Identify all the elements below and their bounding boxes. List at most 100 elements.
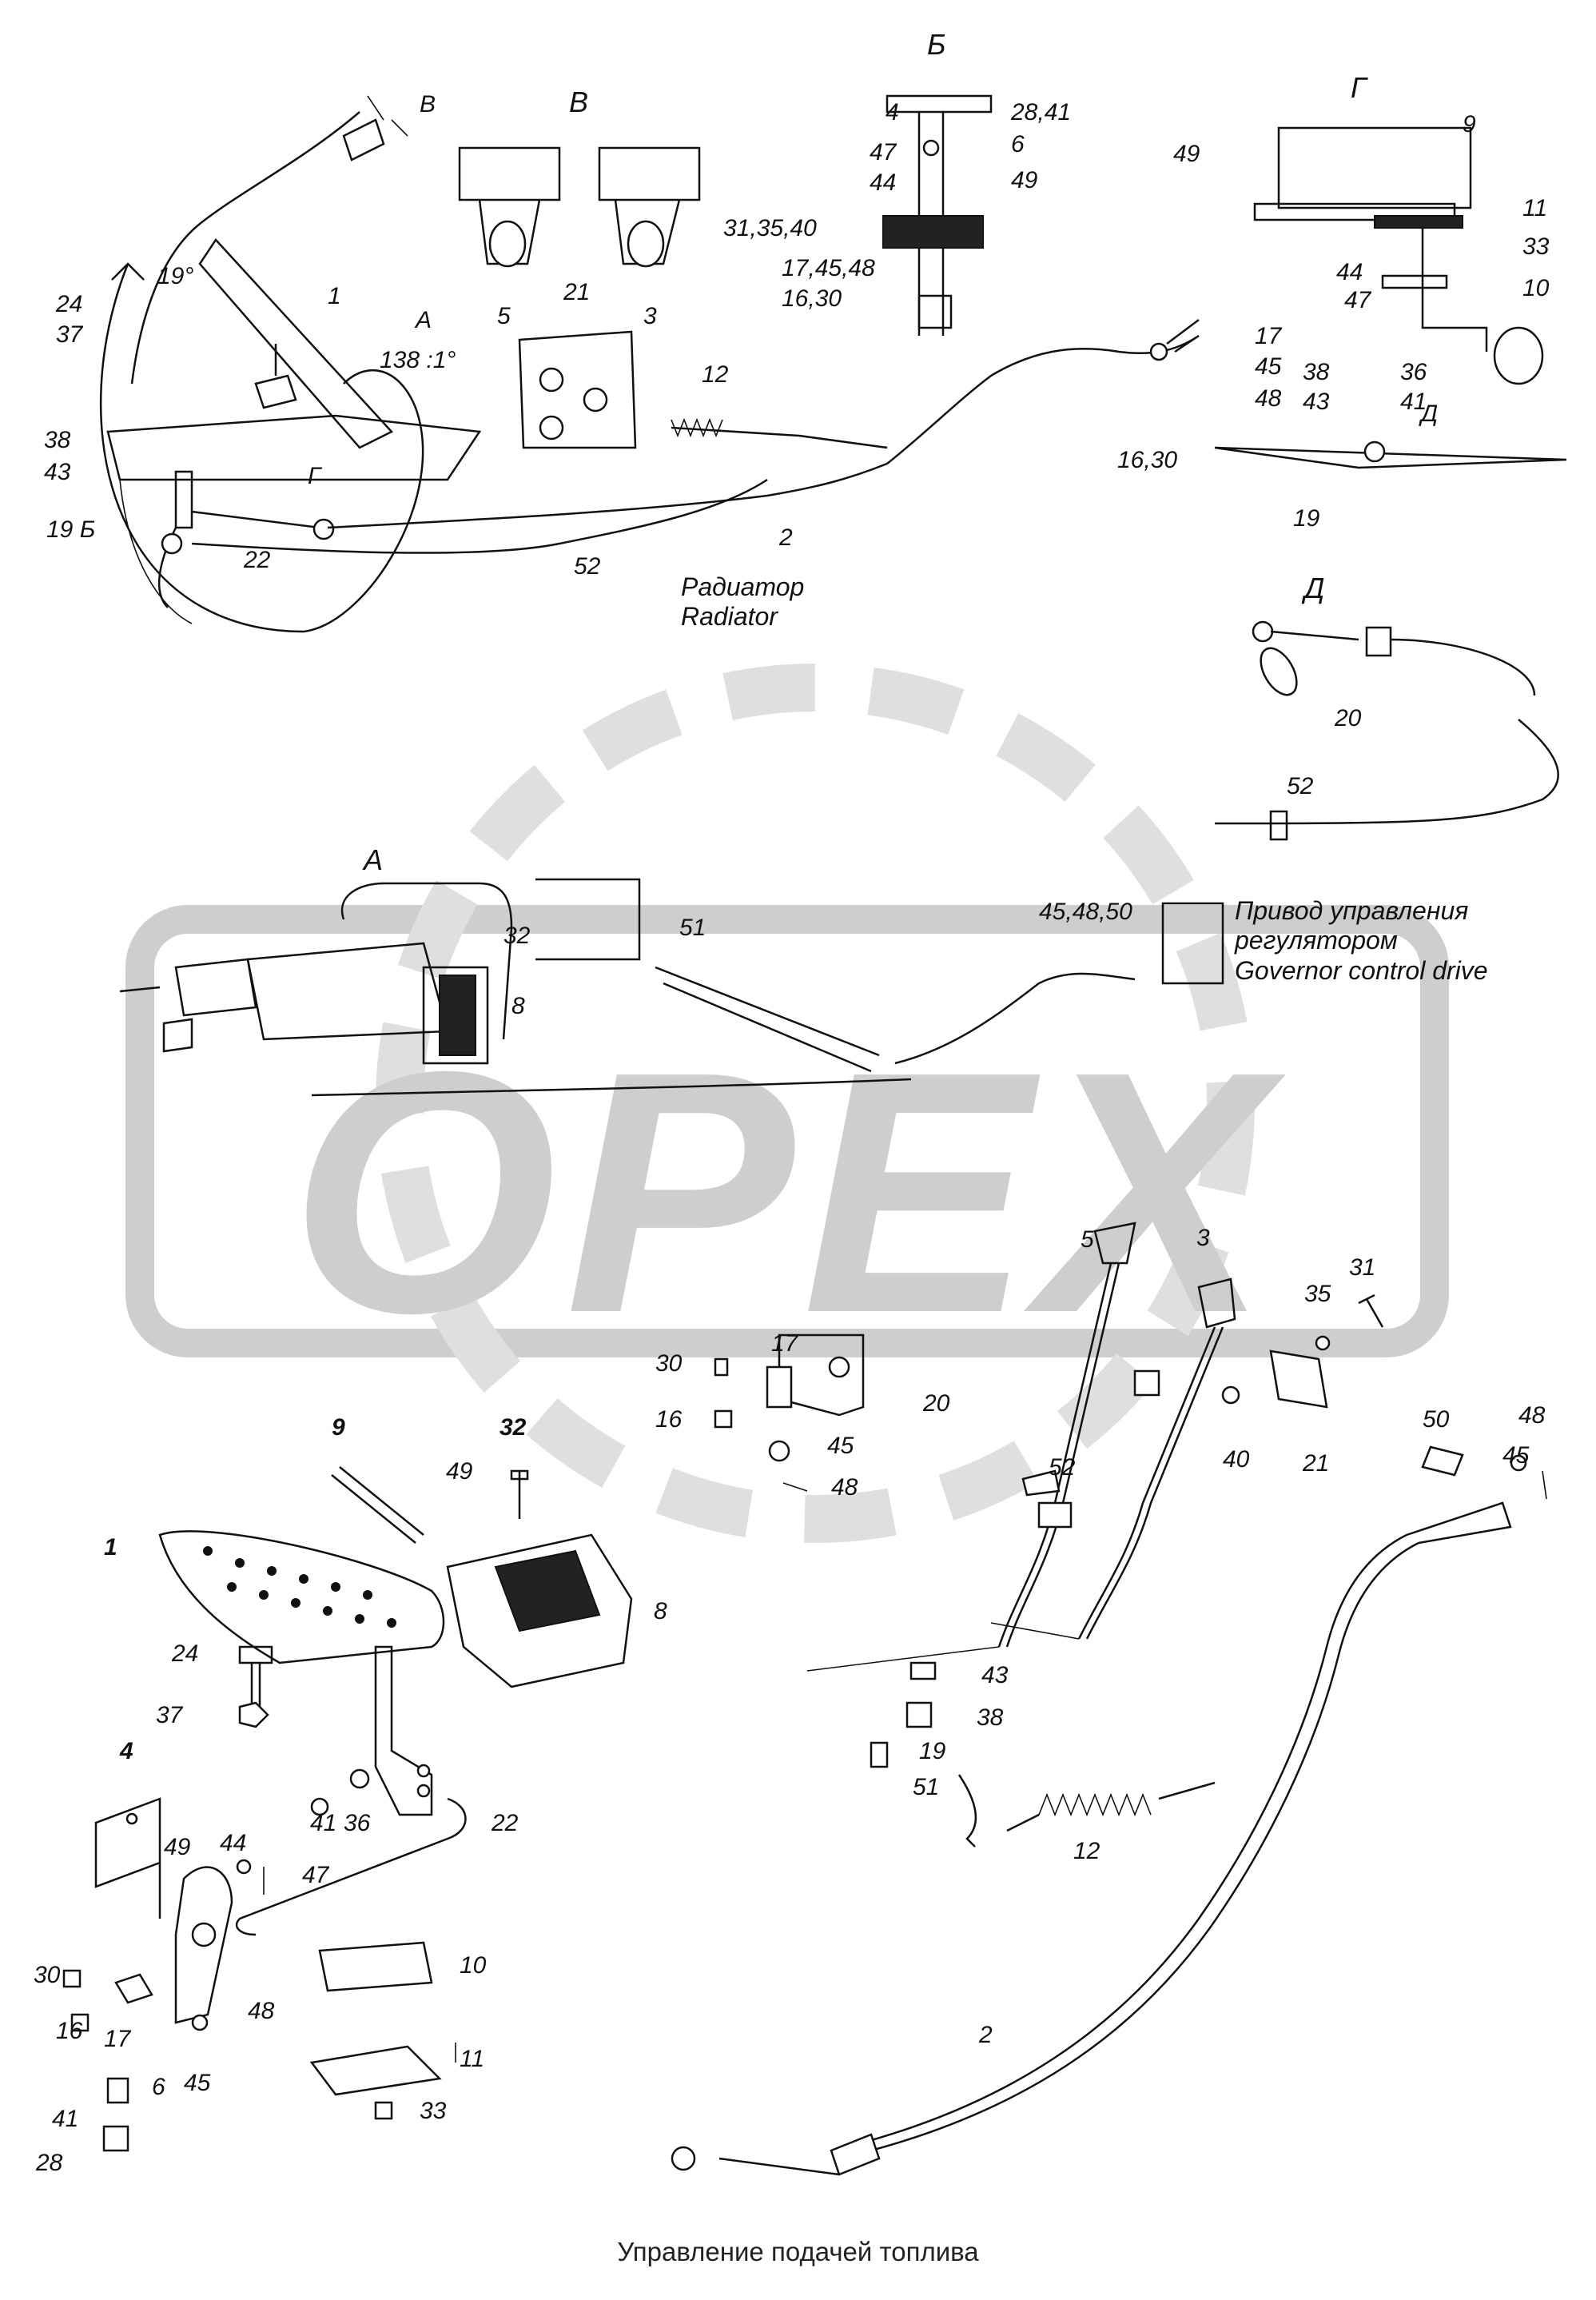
- callout: 10: [460, 1952, 487, 1979]
- callout: 28: [35, 2150, 63, 2176]
- callout: 48: [1255, 385, 1282, 412]
- callout: 1: [104, 1534, 117, 1561]
- callout: 44: [870, 169, 896, 196]
- view-letter-g: Г: [1351, 71, 1368, 104]
- angle-ratio: 138 :1°: [380, 347, 456, 373]
- view-letter-b: Б: [927, 28, 945, 61]
- watermark-gear: [376, 664, 1255, 1543]
- callout: 17: [104, 2026, 132, 2052]
- callout: 49: [446, 1458, 473, 1485]
- callout: 44: [220, 1830, 246, 1856]
- note-radiator-en: Radiator: [681, 602, 778, 631]
- callout: 4: [886, 99, 899, 126]
- callout: 21: [1302, 1450, 1329, 1477]
- callout: 6: [1011, 131, 1025, 157]
- callout: 52: [1049, 1454, 1076, 1481]
- callout: 11: [460, 2046, 484, 2072]
- callouts-exploded: 30 17 20 16 45 48 5 3 35 31 40 21 52 50 …: [34, 1225, 1546, 2176]
- callout: 52: [1287, 773, 1314, 799]
- watermark: OPEX: [125, 664, 1449, 1543]
- callout: 37: [56, 321, 84, 348]
- callout: 12: [702, 361, 729, 388]
- callout: 20: [922, 1390, 950, 1417]
- callout: 5: [497, 303, 511, 329]
- callout: 30: [655, 1350, 683, 1377]
- callout: 38: [1303, 359, 1330, 385]
- callout: 41: [310, 1810, 336, 1836]
- callout: 28,41: [1010, 99, 1071, 126]
- callout: 36: [344, 1810, 371, 1836]
- watermark-text: OPEX: [290, 1001, 1287, 1385]
- figure-caption: Управление подачей топлива: [617, 2237, 979, 2266]
- callout: 51: [913, 1774, 939, 1800]
- callouts-view-a: 32 8 51 45,48,50: [503, 899, 1132, 1019]
- callout: 5: [1081, 1226, 1094, 1253]
- callout: 43: [981, 1662, 1009, 1688]
- view-letter-v: В: [569, 86, 588, 118]
- view-arrow-g: Г: [308, 463, 323, 489]
- callout: 48: [248, 1998, 275, 2024]
- view-g-assembly: [1214, 126, 1567, 469]
- callout: 12: [1073, 1838, 1100, 1864]
- callout: 17: [1255, 323, 1283, 349]
- callout: 41: [52, 2106, 78, 2132]
- callout: 41: [1400, 389, 1427, 415]
- callout: 32: [499, 1414, 527, 1441]
- callout: 17: [771, 1330, 799, 1357]
- callout: 45,48,50: [1039, 899, 1132, 925]
- view-letter-a: А: [362, 843, 383, 876]
- callout: 40: [1223, 1446, 1250, 1473]
- angle-tilt: 19°: [157, 263, 193, 289]
- callout: 6: [152, 2074, 165, 2100]
- view-v-handles: [458, 146, 701, 268]
- callout: 16: [56, 2018, 83, 2044]
- view-d-assembly: [1214, 620, 1559, 841]
- callout: 3: [643, 303, 657, 329]
- callout: 49: [1173, 141, 1200, 167]
- callout: 32: [503, 923, 531, 949]
- callout: 16,30: [1117, 447, 1177, 473]
- general-view: [99, 95, 1200, 633]
- callout: 47: [870, 139, 898, 165]
- view-arrow-v: В: [420, 91, 436, 118]
- callouts-view-d: 20 52: [1287, 705, 1362, 799]
- callout: 4: [119, 1738, 133, 1764]
- callout: 45: [1502, 1442, 1530, 1469]
- callout: 47: [302, 1862, 330, 1888]
- callout: 33: [420, 2098, 447, 2124]
- callout: 20: [1334, 705, 1362, 731]
- callout: 45: [184, 2070, 211, 2096]
- callout: 30: [34, 1962, 61, 1988]
- callout: 48: [1518, 1402, 1546, 1429]
- note-radiator-ru: Радиатор: [681, 572, 804, 601]
- callout: 45: [827, 1433, 854, 1459]
- callouts-general-view: 24 37 1 12 38 43 19 Б 22 2 52 5 3 21 31,…: [44, 215, 817, 580]
- callout: 47: [1344, 287, 1372, 313]
- view-arrow-a: А: [414, 307, 432, 333]
- callouts-view-g: 49 9 11 33 10 44 47 17 45 48 38 43 36 41…: [1117, 111, 1550, 532]
- note-governor-en: Governor control drive: [1235, 956, 1488, 985]
- callout: 11: [1522, 195, 1547, 221]
- callout: 8: [511, 993, 525, 1019]
- callout: 3: [1196, 1225, 1210, 1251]
- note-governor-ru-1: Привод управления: [1235, 896, 1468, 925]
- callout: 16: [655, 1406, 683, 1433]
- callout: 31,35,40: [723, 215, 817, 241]
- callout: 9: [1463, 111, 1476, 138]
- callout: 22: [491, 1810, 519, 1836]
- view-b-assembly: [882, 94, 993, 336]
- view-arrow-d: Д: [1419, 401, 1438, 427]
- callout: 51: [679, 915, 706, 941]
- callout: 10: [1522, 275, 1550, 301]
- callout: 50: [1423, 1406, 1450, 1433]
- callout: 22: [243, 547, 271, 573]
- callout: 44: [1336, 259, 1363, 285]
- callout: 49: [164, 1834, 191, 1860]
- callout: 38: [977, 1704, 1004, 1731]
- callout: 36: [1400, 359, 1427, 385]
- callout: 19: [919, 1738, 946, 1764]
- watermark-banner: [125, 905, 1449, 1357]
- callout: 9: [332, 1414, 345, 1441]
- callout: 19 Б: [46, 516, 95, 543]
